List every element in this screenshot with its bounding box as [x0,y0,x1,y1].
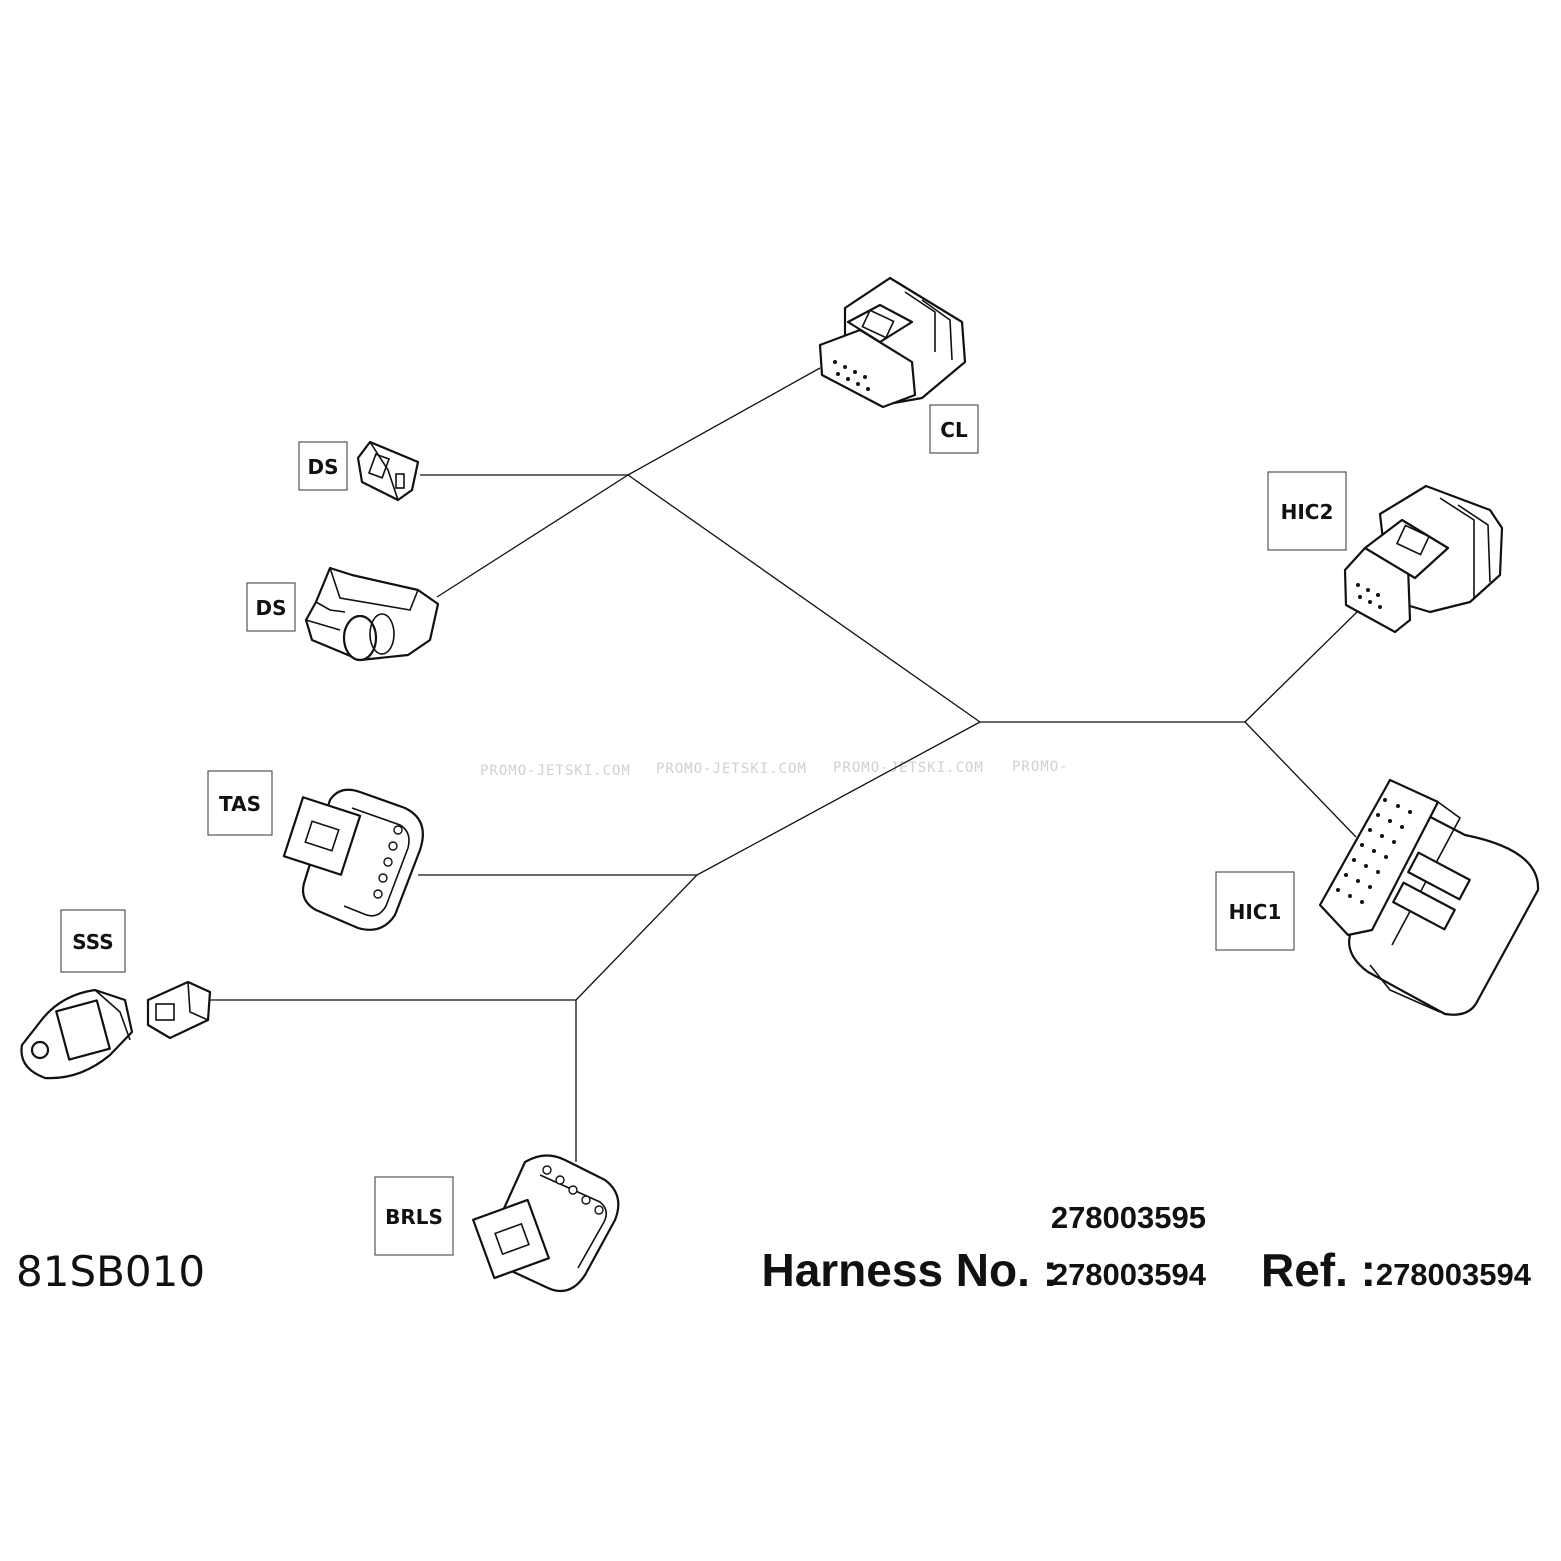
label-hic1-text: HIC1 [1229,900,1282,924]
connector-ds-bottom-drawing [304,566,440,662]
harness-alt-number: 278003595 [1051,1200,1206,1235]
label-hic1: HIC1 [1215,871,1295,951]
connector-sss-drawing [20,980,212,1080]
label-cl-text: CL [940,418,968,442]
label-tas: TAS [207,770,273,836]
connector-ds-top-drawing [356,440,420,502]
connector-cl-drawing [818,276,967,409]
watermark: PROMO-JETSKI.COM PROMO-JETSKI.COM PROMO-… [480,759,1069,779]
label-ds-top-text: DS [307,455,338,479]
label-sss: SSS [60,909,126,973]
label-hic2-text: HIC2 [1281,500,1334,524]
label-sss-text: SSS [72,930,113,954]
wire-ds-bottom [436,474,629,598]
watermark-text-3: PROMO-JETSKI.COM [833,760,984,776]
wire-trunk-lower [696,721,981,876]
label-brls-text: BRLS [385,1205,443,1229]
label-ds-bottom: DS [246,582,296,632]
reference-number: 278003594 [1376,1257,1532,1292]
wire-hic2 [1244,611,1358,723]
wire-trunk-upper [627,474,981,723]
wire-hic1 [1244,721,1357,838]
label-brls: BRLS [374,1176,454,1256]
wire-trunk-bottom [575,874,698,1001]
reference-label: Ref. : [1261,1244,1376,1296]
harness-number-label: Harness No. : [761,1244,1058,1296]
label-ds-top: DS [298,441,348,491]
connector-brls-drawing [472,1154,620,1293]
label-cl: CL [929,404,979,454]
watermark-text-4: PROMO- [1012,759,1069,775]
connector-hic1-drawing [1318,778,1540,1016]
connector-hic2-drawing [1343,484,1504,634]
watermark-text-2: PROMO-JETSKI.COM [656,761,807,777]
wire-cl [627,367,821,476]
harness-wires [208,367,1358,1162]
figure-id: 81SB010 [16,1247,205,1296]
label-tas-text: TAS [219,792,261,816]
label-hic2: HIC2 [1267,471,1347,551]
watermark-text-1: PROMO-JETSKI.COM [480,763,631,779]
connector-tas-drawing [282,788,424,931]
label-ds-bottom-text: DS [255,596,286,620]
harness-number: 278003594 [1051,1257,1207,1292]
